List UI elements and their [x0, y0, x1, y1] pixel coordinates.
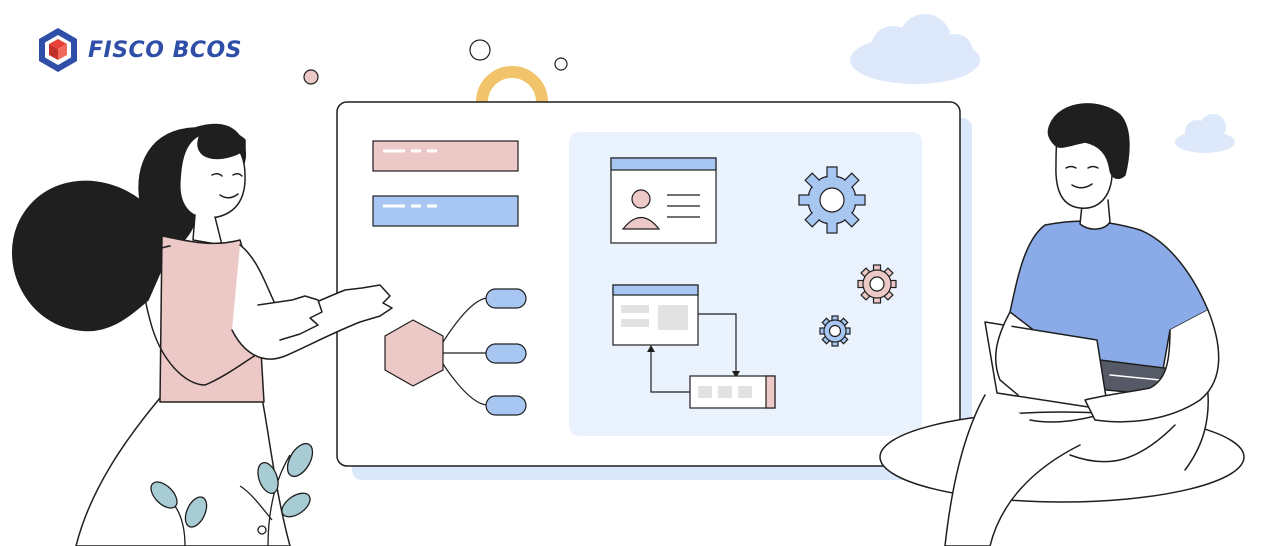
brand-name: FISCO BCOS [88, 37, 243, 63]
deco-circle-pink [303, 69, 319, 85]
gear-icon-large [798, 166, 866, 234]
blue-bar [372, 195, 519, 227]
woman-presenter [12, 123, 393, 546]
deco-circle-small [554, 57, 568, 71]
pill-node-middle [485, 343, 527, 364]
pink-bar [372, 140, 519, 172]
cube-hexagon-logo-icon [39, 28, 77, 72]
brand-logo: FISCO BCOS [36, 26, 242, 74]
deco-circle-white [469, 39, 491, 61]
hexagon-node-diagram [384, 288, 527, 416]
user-avatar-icon [621, 189, 661, 230]
flow-diagram [612, 284, 776, 409]
gear-icon-medium [857, 264, 897, 304]
plant [150, 442, 314, 546]
arrow-up-icon [647, 345, 655, 352]
profile-card [610, 157, 717, 244]
woman-skirt [75, 397, 291, 546]
board-ring [476, 66, 548, 103]
pill-node-top [485, 288, 527, 309]
gear-icon-small [819, 315, 851, 347]
hexagon-node [384, 319, 444, 387]
cloud-large [850, 14, 980, 84]
man-hair [1047, 103, 1130, 180]
arrow-down-icon [732, 371, 740, 378]
man-with-laptop [879, 103, 1245, 546]
pill-node-bottom [485, 395, 527, 416]
cloud-small [1175, 114, 1235, 153]
